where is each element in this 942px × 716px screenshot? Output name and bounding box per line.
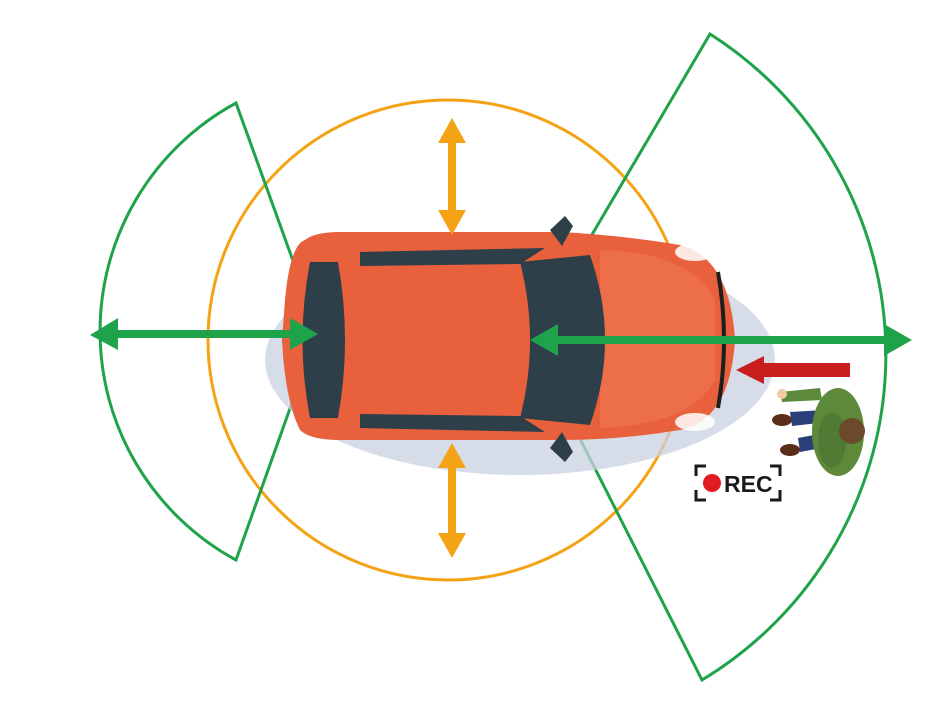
person-walking-icon bbox=[772, 388, 865, 476]
rec-frame-corner bbox=[694, 464, 706, 476]
rec-frame-corner bbox=[694, 490, 706, 502]
rec-dot bbox=[703, 474, 721, 492]
right-side-window bbox=[360, 414, 545, 432]
right-headlight bbox=[675, 413, 715, 431]
person-arm bbox=[780, 388, 822, 402]
rear-window bbox=[302, 262, 345, 418]
person-torso-shade bbox=[818, 412, 846, 468]
left-side-window bbox=[360, 248, 545, 266]
rec-label: REC bbox=[724, 471, 773, 497]
front-detection-zone bbox=[528, 31, 888, 683]
left-headlight bbox=[675, 243, 715, 261]
rec-frame-corner bbox=[770, 464, 782, 476]
rec-frame-corner bbox=[770, 490, 782, 502]
rec-indicator-icon: REC bbox=[694, 464, 782, 502]
person-hair bbox=[839, 418, 865, 444]
approach-arrow bbox=[736, 356, 850, 384]
person-shoe bbox=[780, 444, 800, 456]
side-arrow-top bbox=[438, 118, 466, 235]
person-hand bbox=[777, 389, 787, 399]
side-arrow-bottom bbox=[438, 443, 466, 558]
roof bbox=[345, 268, 524, 412]
right-mirror bbox=[550, 432, 573, 462]
left-mirror bbox=[550, 216, 573, 246]
person-shoe bbox=[772, 414, 792, 426]
rear-range-arrow bbox=[90, 318, 318, 350]
front-range-arrow bbox=[530, 324, 912, 356]
